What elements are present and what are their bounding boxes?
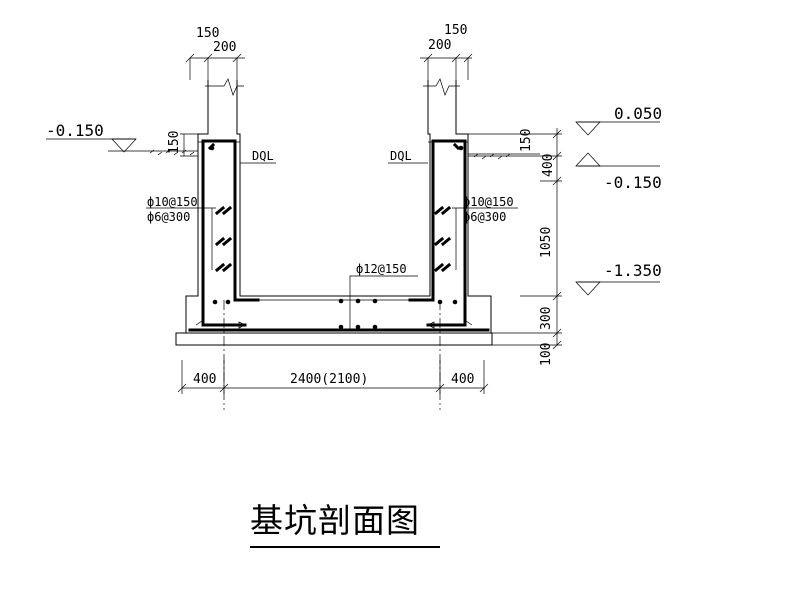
elevation-bottom: -1.350: [575, 261, 662, 296]
vertical-dimension-chain: 150 400 1050 300 100: [468, 128, 562, 366]
elevation-right-ground: -0.150: [575, 152, 662, 192]
concrete-outline: [185, 78, 492, 334]
dim-150-beam-left: 150: [167, 131, 182, 154]
dim-300: 300: [539, 307, 554, 330]
center-lines: [223, 300, 441, 410]
dim-100: 100: [539, 343, 554, 366]
rebar-layout: [188, 139, 490, 332]
dimension-beam-left: 150: [167, 131, 198, 157]
callouts: DQL DQL ф10@150 ф6@300 ф10@150 ф6@300 ф1…: [146, 149, 518, 330]
dim-400-left: 400: [193, 372, 216, 387]
label-dql-left: DQL: [252, 149, 274, 163]
dim-400: 400: [541, 154, 556, 177]
drawing-title: 基坑剖面图: [250, 501, 420, 540]
dim-150-right: 150: [444, 23, 467, 38]
elevation-label-left: -0.150: [46, 121, 104, 140]
elevation-top: 0.050: [575, 104, 662, 136]
top-dimension-right: 150 200: [420, 23, 473, 80]
label-dql-right: DQL: [390, 149, 412, 163]
label-rebar-dist-left: ф6@300: [147, 210, 190, 224]
dim-150-beam-right: 150: [519, 129, 534, 152]
cushion-layer: [175, 332, 493, 346]
dim-150-left: 150: [196, 26, 219, 41]
top-dimension-left: 150 200: [185, 26, 245, 80]
label-rebar-main-left: ф10@150: [147, 195, 198, 209]
ground-hatch-right: [468, 153, 540, 160]
label-rebar-dist-right: ф6@300: [463, 210, 506, 224]
elevation-label-bottom: -1.350: [604, 261, 662, 280]
dim-1050: 1050: [539, 227, 554, 258]
elevation-label-top: 0.050: [614, 104, 662, 123]
dim-200-left: 200: [213, 40, 236, 55]
dim-200-right: 200: [428, 38, 451, 53]
ground-hatch-left: [108, 149, 198, 156]
dim-2400: 2400(2100): [290, 372, 368, 387]
title-underline: [250, 546, 440, 548]
elevation-left-ground: -0.150: [46, 121, 137, 153]
title-block: 基坑剖面图: [250, 494, 440, 548]
label-rebar-main-right: ф10@150: [463, 195, 514, 209]
bottom-dimension-chain: 400 2400(2100) 400: [177, 360, 489, 394]
label-rebar-slab: ф12@150: [356, 262, 407, 276]
dim-400-right: 400: [451, 372, 474, 387]
elevation-label-right: -0.150: [604, 173, 662, 192]
